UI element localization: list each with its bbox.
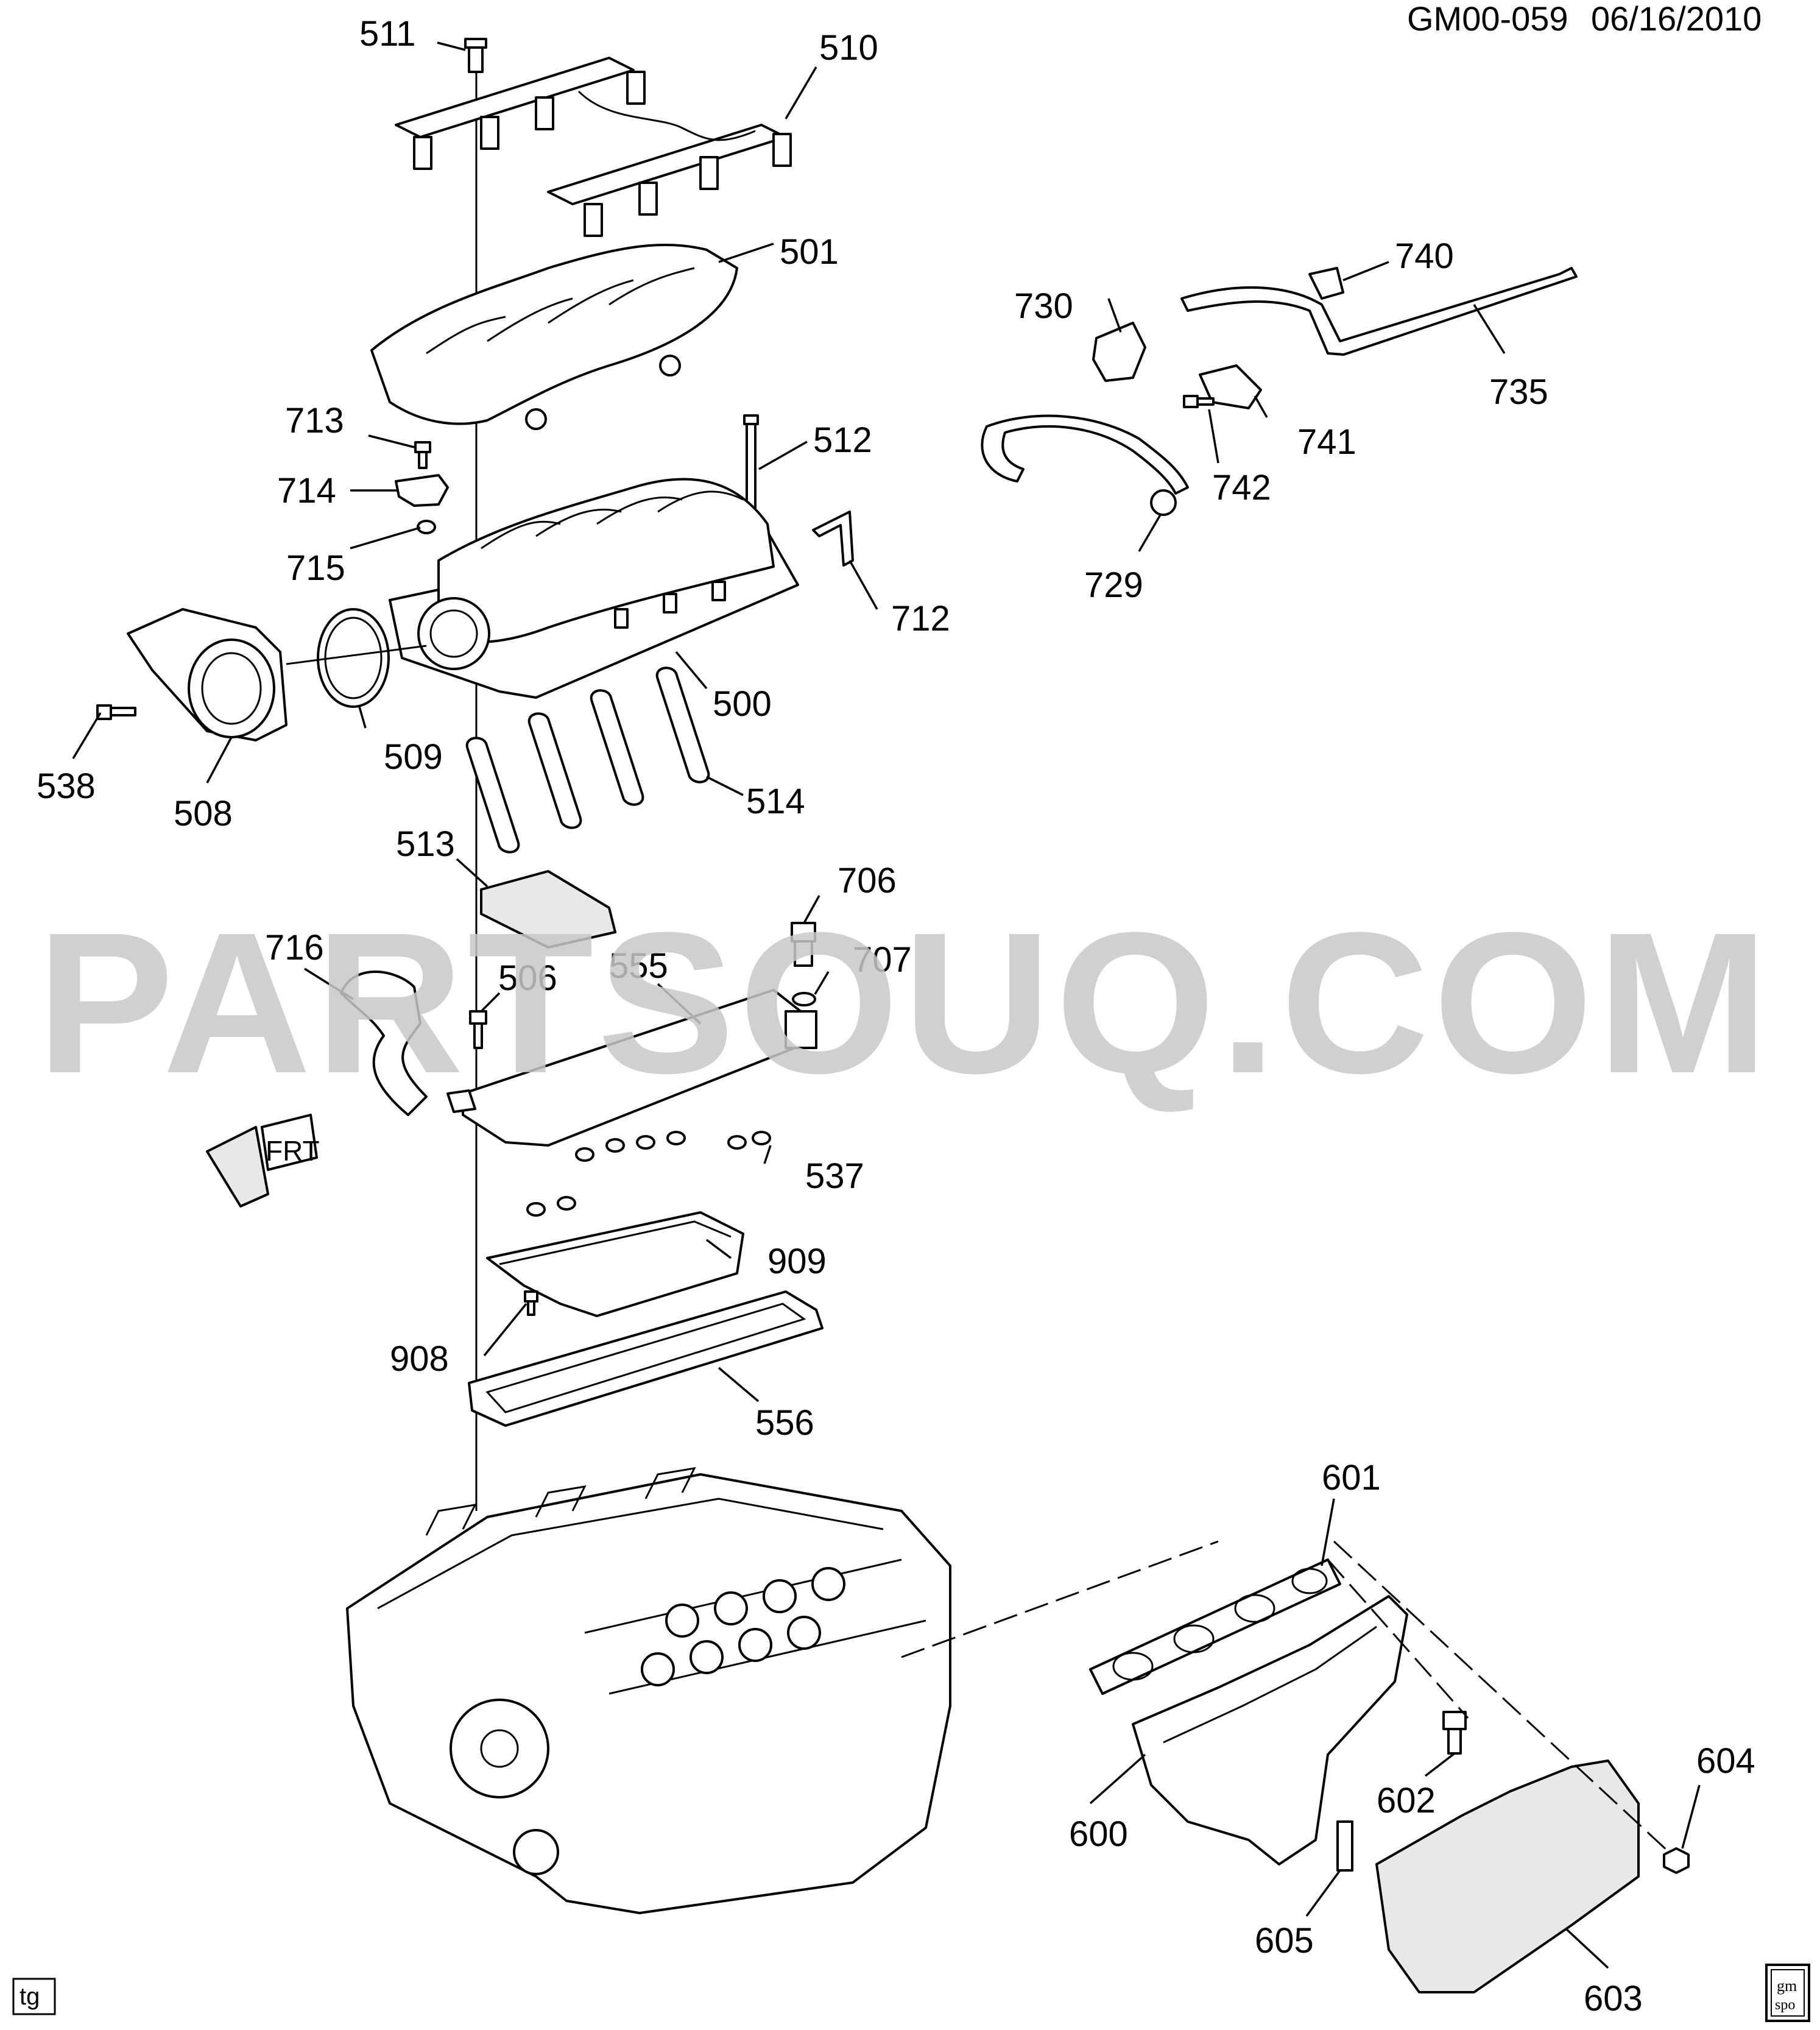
bolt-602[interactable] xyxy=(1442,1711,1467,1755)
clip-740[interactable] xyxy=(1308,267,1344,300)
hose-716[interactable] xyxy=(340,971,428,1116)
callout-742: 742 xyxy=(1212,468,1271,507)
gm-spo-logo: gm spo xyxy=(1765,1964,1810,2022)
callout-603: 603 xyxy=(1584,1979,1643,2018)
cover-909[interactable] xyxy=(486,1211,744,1317)
stud-605[interactable] xyxy=(1336,1820,1353,1872)
footer-tag: tg xyxy=(12,1978,56,2015)
callout-600: 600 xyxy=(1069,1814,1128,1854)
o-ring-707[interactable] xyxy=(792,992,816,1006)
alignment-dash-2 xyxy=(1327,1559,1469,1719)
callout-735: 735 xyxy=(1489,372,1548,412)
callout-740: 740 xyxy=(1395,236,1454,276)
front-marker-text: FRT xyxy=(266,1135,320,1167)
heat-shield-603[interactable] xyxy=(1375,1759,1640,1993)
callout-706: 706 xyxy=(838,861,897,900)
callout-605: 605 xyxy=(1255,1921,1314,1961)
callout-604: 604 xyxy=(1696,1741,1755,1781)
o-ring-715[interactable] xyxy=(417,520,436,534)
callout-909: 909 xyxy=(767,1242,827,1281)
alignment-dash-1 xyxy=(901,1540,1219,1658)
callout-537: 537 xyxy=(805,1156,864,1196)
sensor-714[interactable] xyxy=(395,474,449,507)
nut-604[interactable] xyxy=(1663,1847,1690,1874)
diagram-date: 06/16/2010 xyxy=(1591,0,1762,38)
bolt-713[interactable] xyxy=(414,441,431,469)
gm-logo-top: gm xyxy=(1777,1977,1797,1995)
exhaust-manifold-600[interactable] xyxy=(1132,1595,1408,1866)
callout-508: 508 xyxy=(174,794,233,833)
valve-730[interactable] xyxy=(1092,322,1146,382)
bracket-712[interactable] xyxy=(812,511,854,567)
callout-716: 716 xyxy=(265,928,324,967)
callout-715: 715 xyxy=(286,548,345,588)
stud-511[interactable] xyxy=(464,38,487,73)
manifold-cover-501[interactable] xyxy=(370,243,738,430)
intake-manifold-500[interactable] xyxy=(389,478,799,699)
callout-512: 512 xyxy=(813,420,872,460)
front-marker: FRT xyxy=(206,1114,320,1208)
watermark: PARTSOUQ.COM xyxy=(37,890,1772,1115)
bolt-506[interactable] xyxy=(469,1010,487,1049)
callout-741: 741 xyxy=(1297,422,1356,462)
callout-555: 555 xyxy=(609,946,668,986)
fuel-rail-510[interactable] xyxy=(395,57,792,237)
callout-510: 510 xyxy=(819,28,878,68)
tube-735[interactable] xyxy=(1180,267,1578,356)
gm-logo-bottom: spo xyxy=(1775,1997,1795,2013)
pad-513[interactable] xyxy=(480,870,616,949)
callout-908: 908 xyxy=(390,1339,449,1379)
bolt-742[interactable] xyxy=(1183,395,1215,408)
port-gaskets-514[interactable] xyxy=(465,667,710,854)
callout-501: 501 xyxy=(780,232,839,272)
bolt-908[interactable] xyxy=(524,1290,538,1316)
footer-tag-text: tg xyxy=(19,1983,40,2010)
callout-730: 730 xyxy=(1014,286,1073,326)
gasket-556[interactable] xyxy=(468,1290,824,1427)
callout-707: 707 xyxy=(853,940,912,980)
callout-513: 513 xyxy=(396,824,455,864)
throttle-body-508[interactable] xyxy=(127,608,287,741)
callout-712: 712 xyxy=(891,599,950,638)
callout-601: 601 xyxy=(1322,1458,1381,1498)
callout-538: 538 xyxy=(37,766,96,806)
gasket-509[interactable] xyxy=(317,608,390,708)
callout-511: 511 xyxy=(359,14,415,54)
callout-714: 714 xyxy=(277,471,336,511)
callout-713: 713 xyxy=(285,401,344,440)
callout-509: 509 xyxy=(384,737,443,777)
valley-cover-555[interactable] xyxy=(446,989,817,1147)
callout-506: 506 xyxy=(498,958,557,998)
alignment-dash-3 xyxy=(1333,1540,1670,1853)
bolt-538[interactable] xyxy=(96,704,136,720)
leader-lines xyxy=(72,41,1701,1969)
callout-556: 556 xyxy=(755,1403,814,1443)
callout-500: 500 xyxy=(713,684,772,724)
grommets-537[interactable] xyxy=(526,1131,771,1217)
callout-514: 514 xyxy=(746,782,805,821)
hose-729[interactable] xyxy=(981,414,1189,495)
callout-602: 602 xyxy=(1377,1781,1436,1820)
sensor-706[interactable] xyxy=(791,922,816,967)
callouts: 511 510 501 713 714 715 512 712 500 509 … xyxy=(37,14,1755,2018)
diagram-code: GM00-059 xyxy=(1407,0,1568,38)
engine-block[interactable] xyxy=(346,1467,951,1914)
callout-729: 729 xyxy=(1084,565,1143,605)
